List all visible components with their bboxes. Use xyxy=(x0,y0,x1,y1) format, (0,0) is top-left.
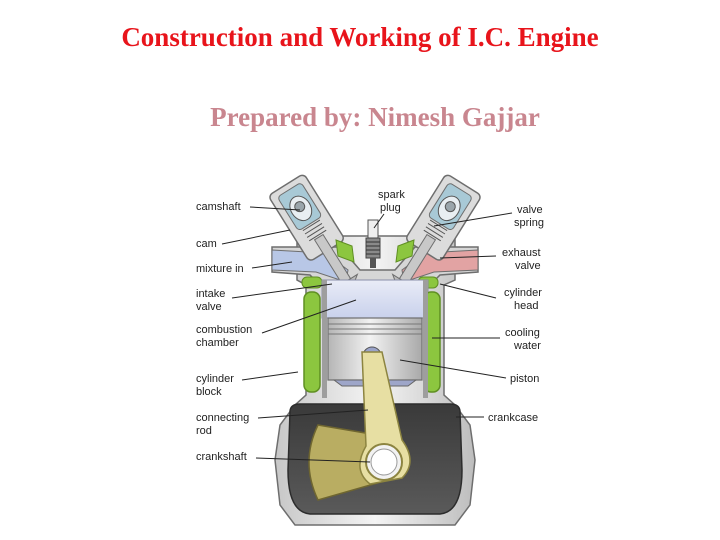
leader-valve-spring xyxy=(433,212,513,227)
leader-piston xyxy=(399,359,507,379)
leader-crankshaft xyxy=(255,457,371,463)
leader-lines xyxy=(221,206,513,463)
connecting-rod xyxy=(359,351,411,485)
label-combustion-chamber-line2: chamber xyxy=(196,337,239,349)
label-connecting-rod-line1: connecting xyxy=(196,412,249,424)
label-spark-plug-line1: spark xyxy=(378,189,405,201)
label-spark-plug-line2: plug xyxy=(380,202,401,214)
label-cam: cam xyxy=(196,238,217,250)
label-exhaust-valve-line2: valve xyxy=(515,260,541,272)
leader-cylinder-head xyxy=(439,283,497,299)
leader-cylinder-block xyxy=(241,371,299,381)
exhaust-valve-train xyxy=(391,174,481,290)
leader-combustion-chamber xyxy=(261,299,357,334)
label-cylinder-block-line1: cylinder xyxy=(196,373,234,385)
label-camshaft: camshaft xyxy=(196,201,241,213)
label-valve-spring-line1: valve xyxy=(517,204,543,216)
label-intake-valve-line1: intake xyxy=(196,288,225,300)
leader-intake-valve xyxy=(231,283,333,299)
label-mixture-in: mixture in xyxy=(196,263,244,275)
label-intake-valve-line2: valve xyxy=(196,301,222,313)
label-cylinder-head-line2: head xyxy=(514,300,538,312)
label-crankshaft: crankshaft xyxy=(196,451,247,463)
label-valve-spring-line2: spring xyxy=(514,217,544,229)
label-cylinder-block-line2: block xyxy=(196,386,222,398)
leader-spark-plug xyxy=(373,213,385,229)
label-piston: piston xyxy=(510,373,539,385)
label-cooling-water-line2: water xyxy=(513,340,541,352)
leader-connecting-rod xyxy=(257,409,369,419)
combustion-chamber xyxy=(321,279,429,319)
cylinder-liner xyxy=(322,280,428,398)
label-combustion-chamber-line1: combustion xyxy=(196,324,252,336)
label-cylinder-head-line1: cylinder xyxy=(504,287,542,299)
label-crankcase: crankcase xyxy=(488,412,538,424)
page-subtitle: Prepared by: Nimesh Gajjar xyxy=(210,102,540,132)
leader-camshaft xyxy=(249,206,301,211)
leader-mixture-in xyxy=(251,261,293,269)
page-title: Construction and Working of I.C. Engine xyxy=(121,22,599,52)
label-exhaust-valve-line1: exhaust xyxy=(502,247,541,259)
spark-plug xyxy=(365,219,381,268)
leader-cam xyxy=(221,229,291,245)
label-cooling-water-line1: cooling xyxy=(505,327,540,339)
leader-exhaust-valve xyxy=(439,255,497,259)
label-connecting-rod-line2: rod xyxy=(196,425,212,437)
